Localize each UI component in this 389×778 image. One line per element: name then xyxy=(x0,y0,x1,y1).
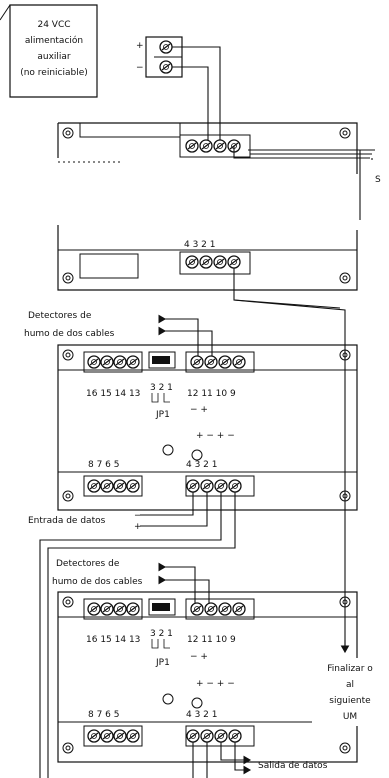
module3-jp-pins: 3 2 1 xyxy=(150,629,173,639)
data-out-label: Salida de datos xyxy=(258,761,328,771)
data-in-plus: + xyxy=(134,522,142,532)
module2-polarity-bottom: + − + − xyxy=(196,431,235,441)
module2-polarity-top: − + xyxy=(190,405,208,415)
module1-right-wires xyxy=(233,146,375,220)
module2-bottom-right-pins: 4 3 2 1 xyxy=(186,460,218,470)
module2-top-left-pins: 16 15 14 13 xyxy=(86,389,140,399)
supply-line-3: auxiliar xyxy=(37,52,71,62)
supply-minus: − xyxy=(136,63,144,73)
module3-jp-label: JP1 xyxy=(155,658,170,668)
supply-plus: + xyxy=(136,41,144,51)
module2-jp-pins: 3 2 1 xyxy=(150,383,173,393)
module-3: Detectores de humo de dos cables 16 15 1… xyxy=(52,559,358,763)
module-1: 4 3 2 1 xyxy=(57,122,358,291)
module2-detector-label-2: humo de dos cables xyxy=(24,329,115,339)
supply-line-2: alimentación xyxy=(25,35,83,46)
module3-polarity-bottom: + − + − xyxy=(196,679,235,689)
data-out: Salida de datos xyxy=(192,742,328,778)
supply-wires xyxy=(172,46,221,146)
module1-side-label: S xyxy=(375,175,381,185)
power-supply-box: 24 VCC alimentación auxiliar (no reinici… xyxy=(0,4,183,98)
end-note-line-1: Finalizar o xyxy=(327,664,373,674)
module2-top-right-pins: 12 11 10 9 xyxy=(187,389,236,399)
module3-detector-label-2: humo de dos cables xyxy=(52,577,143,587)
module3-top-right-pins: 12 11 10 9 xyxy=(187,635,236,645)
data-in-label: Entrada de datos xyxy=(28,516,106,526)
module3-detector-label-1: Detectores de xyxy=(56,559,120,569)
supply-line-4: (no reiniciable) xyxy=(20,68,88,78)
module2-detector-label-1: Detectores de xyxy=(28,311,92,321)
data-in: Entrada de datos − + xyxy=(28,492,208,532)
module2-jp-label: JP1 xyxy=(155,410,170,420)
data-in-minus: − xyxy=(134,511,142,521)
module2-bottom-left-pins: 8 7 6 5 xyxy=(88,460,120,470)
module3-bottom-right-pins: 4 3 2 1 xyxy=(186,710,218,720)
end-note-line-3: siguiente xyxy=(329,696,371,706)
supply-screw-minus xyxy=(159,60,173,74)
module3-top-left-pins: 16 15 14 13 xyxy=(86,635,140,645)
inter-module-wires xyxy=(39,492,236,778)
end-note: Finalizar o al siguiente UM xyxy=(327,664,373,722)
module-2: Detectores de humo de dos cables 16 15 1… xyxy=(24,311,358,511)
end-note-line-2: al xyxy=(346,680,354,690)
end-note-line-4: UM xyxy=(343,712,357,722)
module1-output-wire xyxy=(233,268,346,650)
supply-screw-plus xyxy=(159,40,173,54)
module3-bottom-left-pins: 8 7 6 5 xyxy=(88,710,120,720)
module1-bottom-pins: 4 3 2 1 xyxy=(184,240,216,250)
supply-line-1: 24 VCC xyxy=(37,20,70,30)
module3-polarity-top: − + xyxy=(190,652,208,662)
